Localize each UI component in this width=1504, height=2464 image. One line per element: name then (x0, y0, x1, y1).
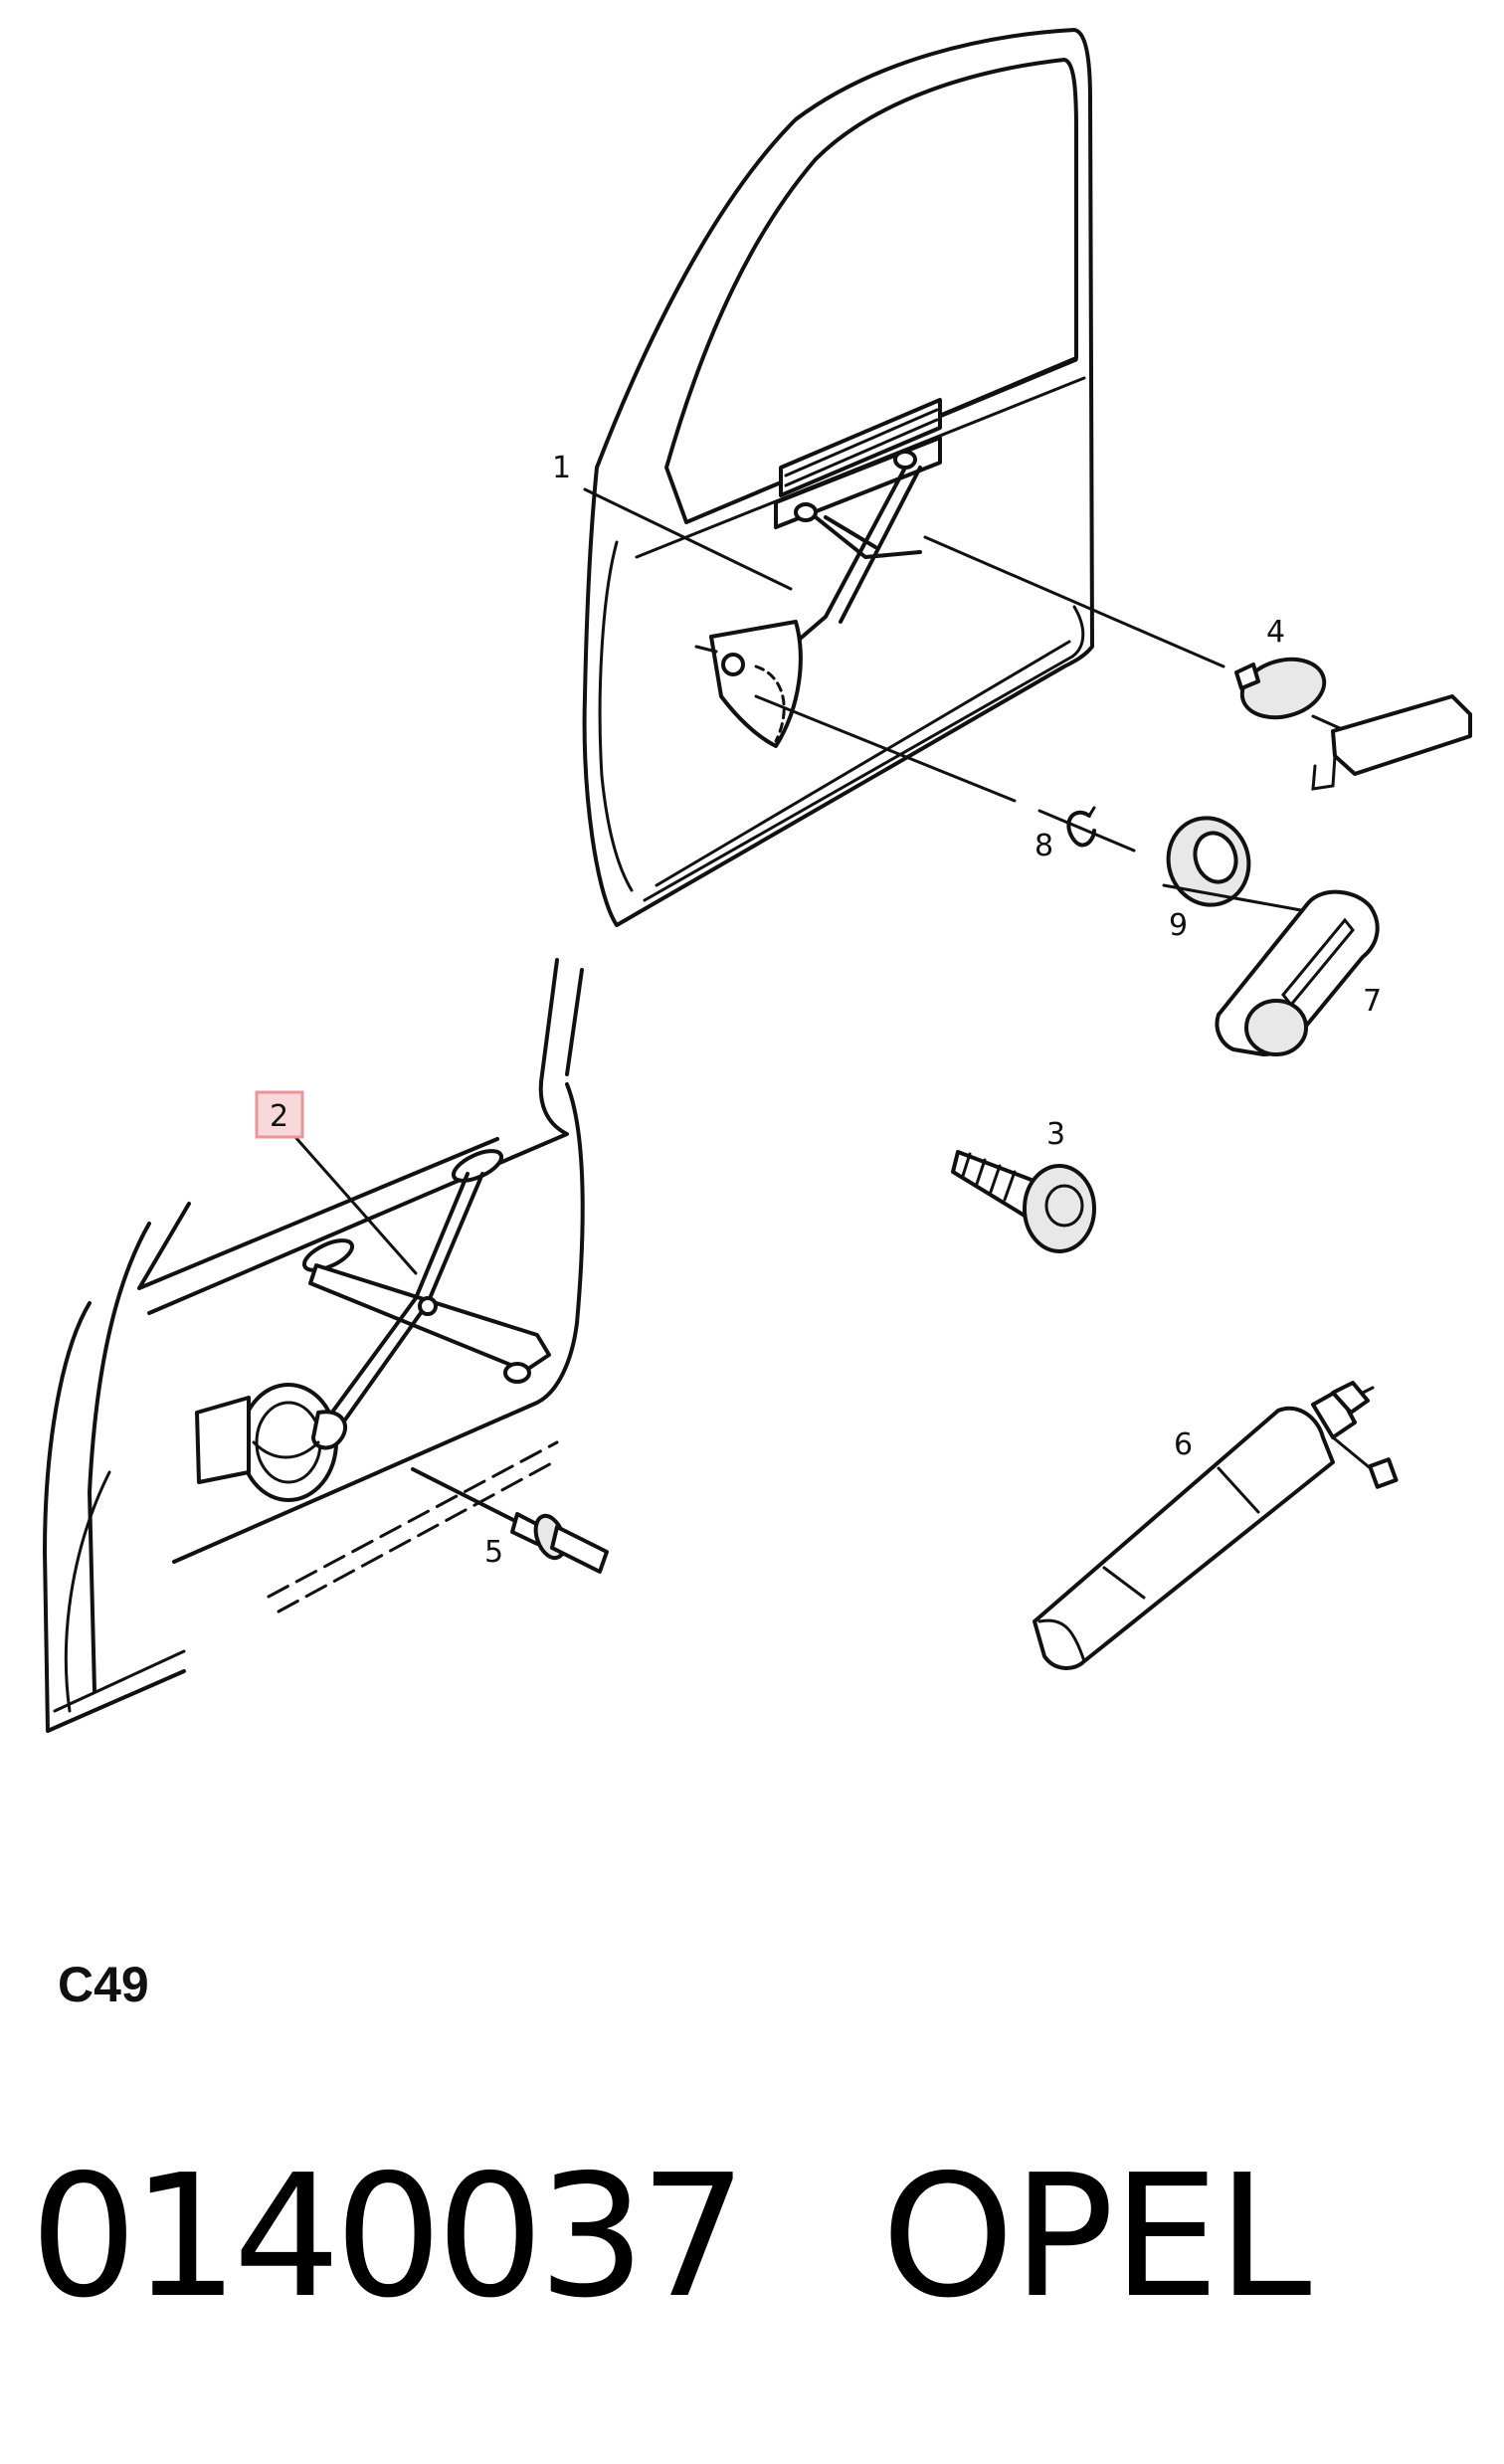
crank-handle-part (1162, 883, 1380, 1056)
clip-part (1234, 657, 1472, 791)
callout-2: 2 (270, 1099, 288, 1134)
brand-label: OPEL (881, 2139, 1311, 2336)
callout-2-highlight[interactable]: 2 (255, 1090, 304, 1139)
washer-part (1166, 816, 1251, 907)
callout-7: 7 (1363, 984, 1382, 1019)
rivet-part (411, 1467, 609, 1574)
screw-part (951, 1150, 1096, 1253)
circlip-part (1066, 806, 1096, 848)
callout-4: 4 (1266, 615, 1285, 650)
regulator-detail (43, 958, 585, 1733)
callout-1: 1 (552, 451, 571, 485)
callout-9: 9 (1169, 908, 1188, 943)
door-panel (582, 28, 1285, 927)
callout-8: 8 (1034, 829, 1053, 863)
diagram-code-label: C49 (58, 1957, 149, 2012)
callout-6: 6 (1174, 1427, 1193, 1462)
callout-3: 3 (1046, 1117, 1065, 1152)
leader-lines (292, 487, 793, 1275)
callout-5: 5 (484, 1535, 503, 1570)
tube-part (1033, 1381, 1399, 1670)
part-number-label: 0140037 (30, 2139, 747, 2336)
